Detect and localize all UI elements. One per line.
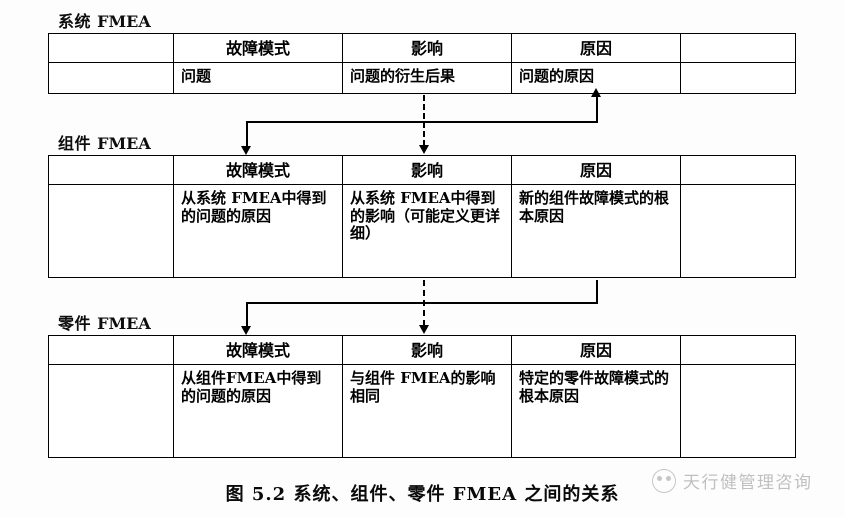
body-cell-blank-right <box>680 364 796 458</box>
watermark-badge: 天行健管理咨询 <box>652 468 813 493</box>
body-cell-cause: 新的组件故障模式的根本原因 <box>511 184 681 278</box>
connector-segment-horizontal <box>246 302 598 304</box>
body-cell-blank-right <box>680 62 796 94</box>
header-cell-blank-left <box>48 33 174 63</box>
header-cell-blank-right <box>680 335 796 365</box>
circle-logo-icon <box>652 468 676 493</box>
body-cell-failure-mode: 从系统 FMEA中得到的问题的原因 <box>173 184 343 278</box>
header-cell-failure-mode: 故障模式 <box>173 33 343 63</box>
table-header-row: 故障模式 影响 原因 <box>48 335 796 365</box>
connector-segment-dashed-vertical <box>423 280 425 326</box>
fmea-table-system: 故障模式 影响 原因 问题 问题的衍生后果 问题的原因 <box>48 33 796 94</box>
header-cell-effect: 影响 <box>342 155 512 185</box>
body-cell-cause: 特定的零件故障模式的根本原因 <box>511 364 681 458</box>
body-cell-blank-left <box>48 364 174 458</box>
body-cell-effect: 与组件 FMEA的影响相同 <box>342 364 512 458</box>
table-header-row: 故障模式 影响 原因 <box>48 155 796 185</box>
section-label-component: 组件 FMEA <box>58 134 151 153</box>
table-row: 从组件FMEA中得到的问题的原因 与组件 FMEA的影响相同 特定的零件故障模式… <box>48 364 796 458</box>
connector-segment-vertical <box>596 280 598 303</box>
table-row: 从系统 FMEA中得到的问题的原因 从系统 FMEA中得到的影响（可能定义更详细… <box>48 184 796 278</box>
header-cell-blank-left <box>48 155 174 185</box>
connector-arrowhead-down <box>419 145 429 154</box>
body-cell-blank-right <box>680 184 796 278</box>
fmea-table-component: 故障模式 影响 原因 从系统 FMEA中得到的问题的原因 从系统 FMEA中得到… <box>48 155 796 278</box>
connector-arrowhead-up <box>591 88 601 97</box>
header-cell-blank-right <box>680 33 796 63</box>
figure-caption: 图 5.2 系统、组件、零件 FMEA 之间的关系 <box>225 484 620 505</box>
header-cell-cause: 原因 <box>511 335 681 365</box>
section-label-system: 系统 FMEA <box>58 12 151 31</box>
header-cell-blank-left <box>48 335 174 365</box>
body-cell-blank-left <box>48 184 174 278</box>
connector-segment-vertical <box>246 302 248 327</box>
connector-arrowhead-down <box>241 326 251 335</box>
connector-segment-dashed-vertical <box>423 95 425 146</box>
table-header-row: 故障模式 影响 原因 <box>48 33 796 63</box>
header-cell-blank-right <box>680 155 796 185</box>
connector-arrowhead-down <box>419 325 429 334</box>
header-cell-failure-mode: 故障模式 <box>173 155 343 185</box>
connector-arrowhead-down <box>241 146 251 155</box>
section-label-part: 零件 FMEA <box>58 314 151 333</box>
watermark-text: 天行健管理咨询 <box>683 473 813 493</box>
connector-segment-vertical <box>246 121 248 147</box>
body-cell-effect: 问题的衍生后果 <box>342 62 512 94</box>
body-cell-failure-mode: 从组件FMEA中得到的问题的原因 <box>173 364 343 458</box>
connector-segment-vertical <box>596 95 598 122</box>
header-cell-failure-mode: 故障模式 <box>173 335 343 365</box>
fmea-table-part: 故障模式 影响 原因 从组件FMEA中得到的问题的原因 与组件 FMEA的影响相… <box>48 335 796 458</box>
header-cell-cause: 原因 <box>511 33 681 63</box>
connector-segment-horizontal <box>246 121 598 123</box>
body-cell-failure-mode: 问题 <box>173 62 343 94</box>
body-cell-effect: 从系统 FMEA中得到的影响（可能定义更详细） <box>342 184 512 278</box>
table-row: 问题 问题的衍生后果 问题的原因 <box>48 62 796 94</box>
header-cell-effect: 影响 <box>342 33 512 63</box>
header-cell-cause: 原因 <box>511 155 681 185</box>
header-cell-effect: 影响 <box>342 335 512 365</box>
body-cell-blank-left <box>48 62 174 94</box>
